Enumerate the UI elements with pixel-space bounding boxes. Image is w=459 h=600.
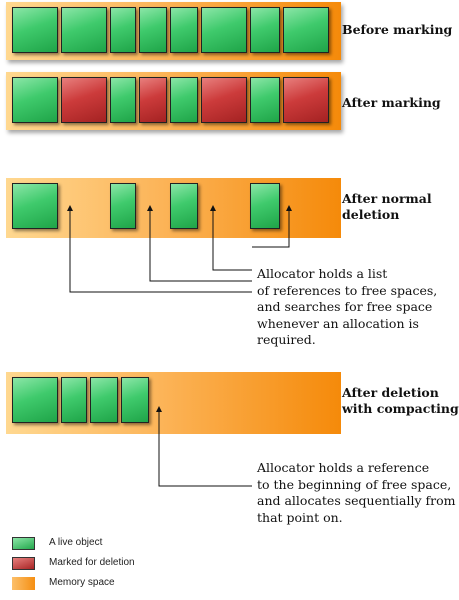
legend-label-memory: Memory space	[49, 577, 115, 588]
live-object-block	[170, 183, 198, 229]
live-object-swatch	[12, 537, 35, 550]
marked-object-block	[139, 77, 167, 123]
stage-label-after-normal-deletion: After normal deletion	[342, 191, 432, 222]
stage-label-before-marking: Before marking	[342, 22, 453, 37]
memory-space-swatch	[12, 577, 35, 590]
live-object-block	[283, 7, 329, 53]
marked-object-swatch	[12, 557, 35, 570]
free-list-callout: Allocator holds a list of references to …	[257, 266, 438, 347]
live-object-block	[170, 7, 198, 53]
compacting-callout: Allocator holds a reference to the begin…	[257, 460, 456, 525]
live-object-block	[12, 7, 58, 53]
live-object-block	[250, 7, 280, 53]
live-object-block	[12, 77, 58, 123]
live-object-block	[250, 77, 280, 123]
live-object-block	[139, 7, 167, 53]
live-object-block	[12, 183, 58, 229]
memory-bar-after-normal-deletion	[6, 178, 341, 238]
live-object-block	[170, 77, 198, 123]
live-object-block	[110, 7, 136, 53]
live-object-block	[12, 377, 58, 423]
stage-label-after-compacting: After deletion with compacting	[342, 385, 459, 416]
live-object-block	[61, 377, 87, 423]
memory-bar-before-marking	[6, 2, 341, 60]
marked-object-block	[283, 77, 329, 123]
stage-label-after-marking: After marking	[342, 95, 441, 110]
live-object-block	[61, 7, 107, 53]
live-object-block	[110, 77, 136, 123]
memory-bar-after-compacting	[6, 372, 341, 434]
live-object-block	[250, 183, 280, 229]
marked-object-block	[61, 77, 107, 123]
legend-label-live: A live object	[49, 537, 103, 548]
live-object-block	[90, 377, 118, 423]
marked-object-block	[201, 77, 247, 123]
live-object-block	[201, 7, 247, 53]
memory-bar-after-marking	[6, 72, 341, 130]
legend-label-marked: Marked for deletion	[49, 557, 135, 568]
live-object-block	[121, 377, 149, 423]
live-object-block	[110, 183, 136, 229]
